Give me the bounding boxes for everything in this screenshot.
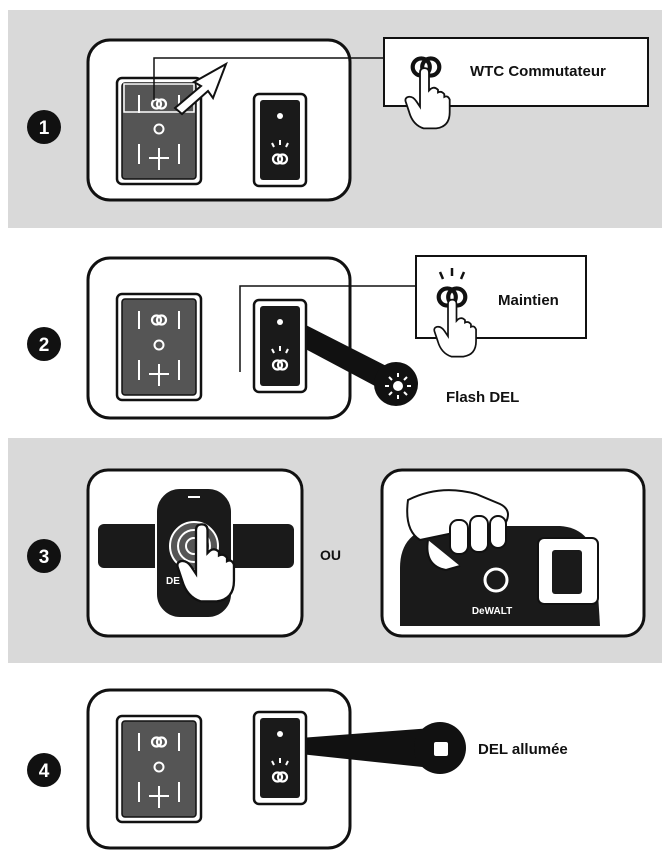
- step-4-led-button: [254, 712, 306, 804]
- step-4-led-beam: [300, 728, 432, 768]
- step-3-separator: OU: [320, 547, 341, 563]
- step-1-leader-line: [153, 57, 384, 100]
- step-1-number: 1: [39, 118, 50, 139]
- step-2-number-badge: [27, 327, 61, 361]
- svg-text:DE: DE: [166, 576, 180, 587]
- led-flash-icon: [385, 373, 411, 399]
- step-1: 1 WTC Commutateur: [27, 37, 649, 202]
- step-3: 3 DE OU: [27, 468, 646, 638]
- step-3-brand: DeWALT: [472, 606, 512, 617]
- led-on-icon: [434, 742, 448, 756]
- step-2-label: Maintien: [498, 292, 559, 309]
- chainsaw-handle-icon: DeWALT: [400, 489, 600, 626]
- step-1-wtc-switch: [117, 78, 201, 184]
- step-2-led-button: [254, 300, 306, 392]
- arrow-icon: [173, 61, 228, 116]
- step-1-led-button: [254, 94, 306, 186]
- step-1-number-badge: [27, 110, 61, 144]
- step-4-label: DEL allumée: [478, 741, 568, 758]
- step-4-number: 4: [39, 761, 50, 782]
- step-2: 2 Maintien: [27, 255, 587, 420]
- step-2-callout: Flash DEL: [446, 389, 519, 406]
- step-1-label: WTC Commutateur: [470, 63, 606, 80]
- step-4-number-badge: [27, 753, 61, 787]
- step-3-number: 3: [39, 547, 50, 568]
- step-4-wtc-switch: [117, 716, 201, 822]
- step-2-label-box: [415, 255, 587, 339]
- step-4: 4 DEL allumée: [27, 688, 568, 850]
- step-2-number: 2: [39, 335, 50, 356]
- step-2-wtc-switch: [117, 294, 201, 400]
- step-2-leader-line: [239, 285, 416, 372]
- step-3-number-badge: [27, 539, 61, 573]
- step-2-led-beam: [296, 320, 402, 394]
- led-flash-icon: [438, 268, 466, 280]
